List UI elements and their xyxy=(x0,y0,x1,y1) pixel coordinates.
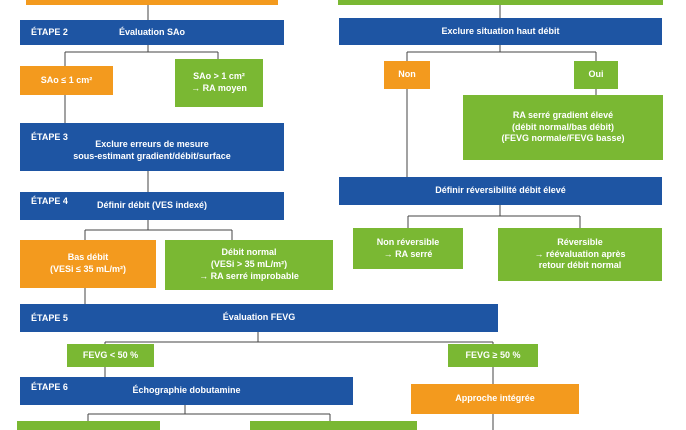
step6-title: Échographie dobutamine xyxy=(132,385,241,396)
normal-flow-line2: (VESi > 35 mL/m²) xyxy=(210,259,288,270)
non-reversible-line1: Non réversible xyxy=(376,236,440,247)
step3-box: ÉTAPE 3 Exclure erreurs de mesure sous-e… xyxy=(20,123,284,171)
step6-box: ÉTAPE 6 Échographie dobutamine xyxy=(20,377,353,405)
normal-flow-line3: → RA serré improbable xyxy=(199,270,299,281)
ra-tight-line1: RA serré gradient élevé xyxy=(512,109,614,120)
fevg-low-box: FEVG < 50 % xyxy=(67,344,154,367)
bottom-left-box-fragment xyxy=(17,421,160,430)
oui-box: Oui xyxy=(574,61,618,89)
bottom-middle-box-fragment xyxy=(250,421,417,430)
reversible-line3: retour débit normal xyxy=(538,260,622,271)
ra-tight-line2: (débit normal/bas débit) xyxy=(511,121,614,132)
step3-line2: sous-estimant gradient/débit/surface xyxy=(73,151,231,161)
non-reversible-box: Non réversible → RA serré xyxy=(353,228,463,269)
step2-title: Évaluation SAo xyxy=(118,26,185,37)
sao-large-line2: → RA moyen xyxy=(191,83,247,93)
step4-title: Définir débit (VES indexé) xyxy=(96,200,208,211)
low-flow-line1: Bas débit xyxy=(67,252,109,263)
integrated-approach-text: Approche intégrée xyxy=(455,393,535,404)
non-reversible-line2: → RA serré xyxy=(383,248,433,259)
ra-tight-box: RA serré gradient élevé (débit normal/ba… xyxy=(463,95,663,160)
non-text: Non xyxy=(398,69,416,80)
define-reversibility-box: Définir réversibilité débit élevé xyxy=(339,177,662,205)
step4-box: ÉTAPE 4 Définir débit (VES indexé) xyxy=(20,192,284,220)
define-reversibility-text: Définir réversibilité débit élevé xyxy=(435,185,566,196)
step5-box: ÉTAPE 5 Évaluation FEVG xyxy=(20,304,498,332)
step2-box: ÉTAPE 2 Évaluation SAo xyxy=(20,20,284,45)
fevg-low-text: FEVG < 50 % xyxy=(82,349,139,360)
sao-large-line1: SAo > 1 cm² xyxy=(193,71,245,82)
exclude-high-flow-box: Exclure situation haut débit xyxy=(339,18,662,45)
normal-flow-line1: Débit normal xyxy=(221,247,277,258)
normal-flow-box: Débit normal (VESi > 35 mL/m²) → RA serr… xyxy=(165,240,333,290)
step3-label: ÉTAPE 3 xyxy=(31,132,68,142)
oui-text: Oui xyxy=(588,69,604,80)
low-flow-line2: (VESi ≤ 35 mL/m²) xyxy=(50,264,126,274)
fevg-high-box: FEVG ≥ 50 % xyxy=(448,344,538,367)
ra-tight-line3: (FEVG normale/FEVG basse) xyxy=(501,133,625,144)
sao-small-text: SAo ≤ 1 cm² xyxy=(40,74,93,85)
integrated-approach-box: Approche intégrée xyxy=(411,384,579,414)
reversible-box: Réversible → réévaluation après retour d… xyxy=(498,228,662,281)
low-flow-box: Bas débit (VESi ≤ 35 mL/m²) xyxy=(20,240,156,288)
fevg-high-text: FEVG ≥ 50 % xyxy=(465,349,521,360)
sao-large-box: SAo > 1 cm² → RA moyen xyxy=(175,59,263,107)
step5-title: Évaluation FEVG xyxy=(222,312,296,323)
reversible-line1: Réversible xyxy=(557,236,603,247)
step6-label: ÉTAPE 6 xyxy=(31,382,68,392)
step5-label: ÉTAPE 5 xyxy=(31,313,68,323)
step4-label: ÉTAPE 4 xyxy=(31,196,68,206)
top-left-box-fragment xyxy=(26,0,278,5)
step2-label: ÉTAPE 2 xyxy=(31,26,68,37)
non-box: Non xyxy=(384,61,430,89)
exclude-high-flow-text: Exclure situation haut débit xyxy=(441,25,560,36)
sao-small-box: SAo ≤ 1 cm² xyxy=(20,66,113,95)
step3-line1: Exclure erreurs de mesure xyxy=(95,139,209,150)
reversible-line2: → réévaluation après xyxy=(534,248,626,259)
top-right-box-fragment xyxy=(338,0,663,5)
